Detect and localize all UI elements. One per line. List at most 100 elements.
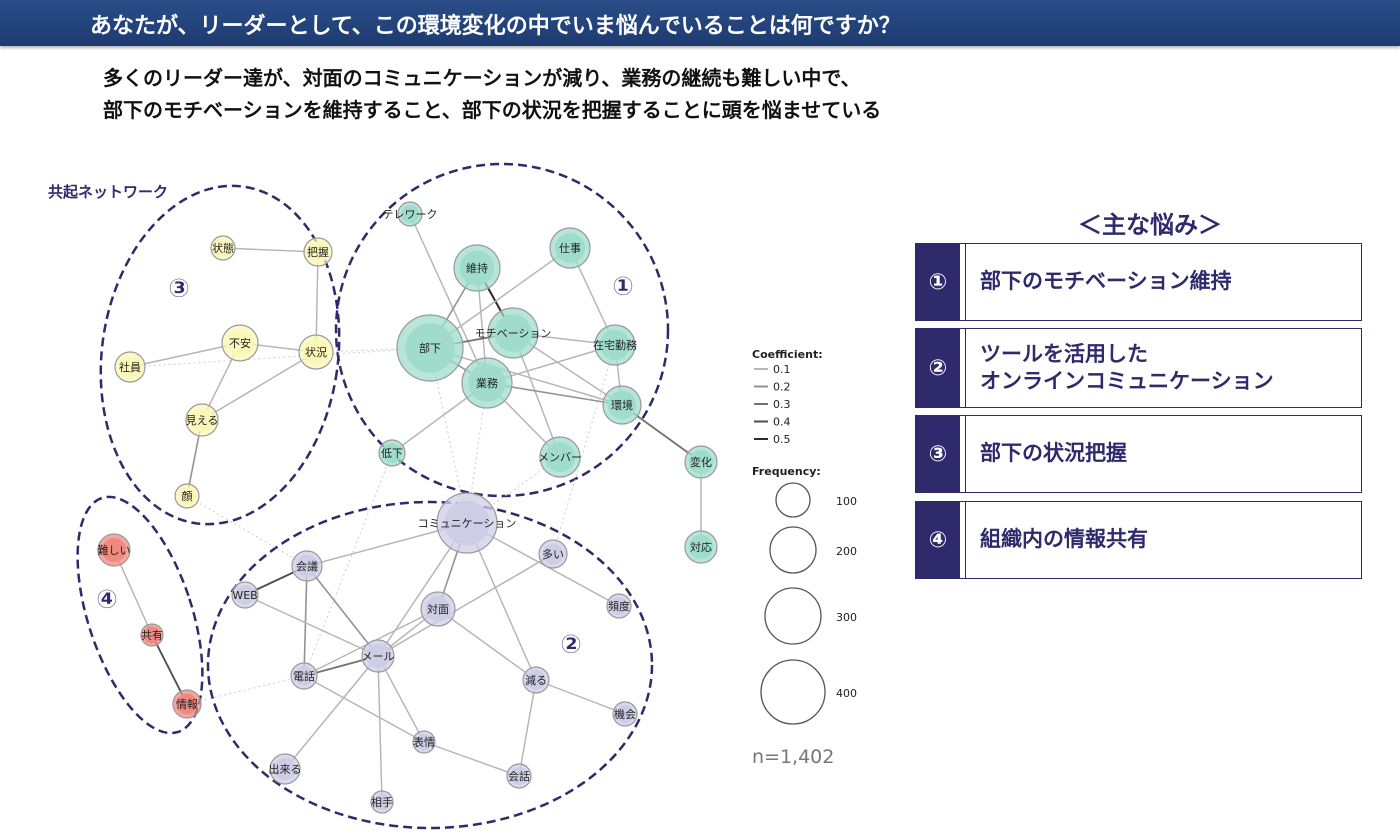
node-label: 状態 bbox=[212, 241, 234, 255]
node-label: 機会 bbox=[614, 707, 636, 721]
edge bbox=[284, 655, 379, 770]
edge bbox=[518, 679, 537, 777]
node-label: 出来る bbox=[269, 762, 302, 776]
node-label: 在宅勤務 bbox=[593, 338, 637, 352]
network-node: 業務 bbox=[461, 357, 513, 409]
network-node: 環境 bbox=[602, 385, 642, 425]
network-node: 会話 bbox=[506, 763, 532, 789]
cluster-1-frame bbox=[334, 162, 670, 498]
concern-text: ツールを活用した オンラインコミュニケーション bbox=[965, 329, 1361, 407]
network-node: 部下 bbox=[396, 314, 464, 382]
edge bbox=[303, 675, 425, 743]
network-node: 機会 bbox=[612, 701, 638, 727]
network-node: 対面 bbox=[420, 591, 456, 627]
network-node: WEB bbox=[231, 581, 259, 609]
coef-legend-label: 0.5 bbox=[773, 433, 791, 446]
node-label: 不安 bbox=[229, 336, 251, 350]
weak-edge bbox=[186, 495, 308, 567]
node-label: 対面 bbox=[427, 602, 449, 616]
frequency-legend-label: 200 bbox=[836, 545, 857, 558]
cluster-3-frame bbox=[99, 184, 341, 526]
node-label: 状況 bbox=[305, 345, 327, 359]
edge bbox=[244, 594, 379, 657]
weak-edge bbox=[129, 347, 431, 368]
node-label: 難しい bbox=[98, 544, 131, 557]
edge bbox=[535, 679, 626, 715]
frequency-legend-label: 400 bbox=[836, 687, 857, 700]
concern-text: 部下の状況把握 bbox=[965, 416, 1361, 492]
network-node: 会議 bbox=[291, 550, 323, 582]
network-node: モチベーション bbox=[475, 307, 552, 359]
node-label: 業務 bbox=[476, 376, 498, 390]
node-label: 減る bbox=[525, 673, 547, 687]
network-node: 電話 bbox=[290, 662, 318, 690]
coef-legend-label: 0.2 bbox=[773, 381, 791, 394]
node-label: 低下 bbox=[381, 447, 403, 460]
cluster-4-frame bbox=[76, 495, 204, 735]
node-label: 対応 bbox=[690, 540, 712, 554]
network-node: 表情 bbox=[412, 730, 436, 754]
network-node: 維持 bbox=[453, 244, 501, 292]
network-title: 共起ネットワーク bbox=[48, 183, 169, 201]
node-label: 多い bbox=[542, 547, 564, 561]
node-label: 相手 bbox=[371, 795, 393, 809]
node-label: コミュニケーション bbox=[418, 517, 517, 530]
node-label: 表情 bbox=[413, 735, 435, 749]
edge bbox=[303, 565, 308, 677]
node-label: 会議 bbox=[296, 559, 318, 573]
concern-number: ② bbox=[916, 329, 960, 407]
node-label: 会話 bbox=[508, 769, 530, 783]
node-label: メール bbox=[362, 650, 395, 663]
cluster-2-label: ② bbox=[560, 630, 582, 660]
network-node: 頻度 bbox=[606, 593, 632, 619]
network-node: 顔 bbox=[174, 483, 200, 509]
network-node: 対応 bbox=[684, 530, 718, 564]
frequency-legend-title: Frequency: bbox=[752, 465, 821, 478]
frequency-legend-label: 300 bbox=[836, 611, 857, 624]
frequency-legend-circle bbox=[769, 526, 817, 574]
weak-edge bbox=[552, 344, 616, 555]
frequency-legend-circle bbox=[775, 482, 811, 518]
node-label: モチベーション bbox=[475, 327, 552, 340]
network-node: コミュニケーション bbox=[418, 492, 517, 554]
node-label: 電話 bbox=[293, 669, 315, 683]
network-node: 在宅勤務 bbox=[593, 324, 637, 366]
edge bbox=[377, 553, 554, 657]
edge bbox=[437, 608, 537, 681]
node-label: メンバー bbox=[538, 451, 582, 464]
node-label: 仕事 bbox=[559, 242, 581, 255]
network-node: 不安 bbox=[221, 324, 259, 362]
network-node: 仕事 bbox=[549, 227, 591, 269]
network-node: 把握 bbox=[303, 237, 333, 267]
network-node: 社員 bbox=[114, 351, 146, 383]
coef-legend-label: 0.1 bbox=[773, 363, 791, 376]
node-label: 変化 bbox=[690, 455, 712, 469]
node-label: 共有 bbox=[141, 628, 163, 642]
node-label: 顔 bbox=[182, 489, 193, 503]
cluster-3-label: ③ bbox=[168, 274, 190, 304]
network-node: 状態 bbox=[210, 235, 236, 261]
concern-text: 部下のモチベーション維持 bbox=[965, 244, 1361, 320]
network-node: 変化 bbox=[684, 445, 718, 479]
network-node: 相手 bbox=[370, 790, 394, 814]
concern-number: ③ bbox=[916, 416, 960, 492]
node-label: 維持 bbox=[466, 261, 488, 275]
network-node: テレワーク bbox=[383, 201, 438, 227]
weak-edge bbox=[466, 382, 488, 524]
frequency-legend-circle bbox=[760, 659, 826, 725]
network-node: 多い bbox=[538, 539, 568, 569]
network-node: 出来る bbox=[269, 753, 302, 785]
edge bbox=[409, 213, 488, 384]
network-node: 難しい bbox=[97, 533, 131, 567]
main-concerns-title: ＜主な悩み＞ bbox=[1078, 211, 1222, 239]
network-node: 情報 bbox=[172, 689, 202, 719]
concern-number: ④ bbox=[916, 502, 960, 578]
network-node: 減る bbox=[522, 666, 550, 694]
page-title: あなたが、リーダーとして、この環境変化の中でいま悩んでいることは何ですか？ bbox=[90, 14, 901, 39]
node-label: テレワーク bbox=[383, 208, 438, 221]
cluster-1-label: ① bbox=[612, 272, 634, 302]
